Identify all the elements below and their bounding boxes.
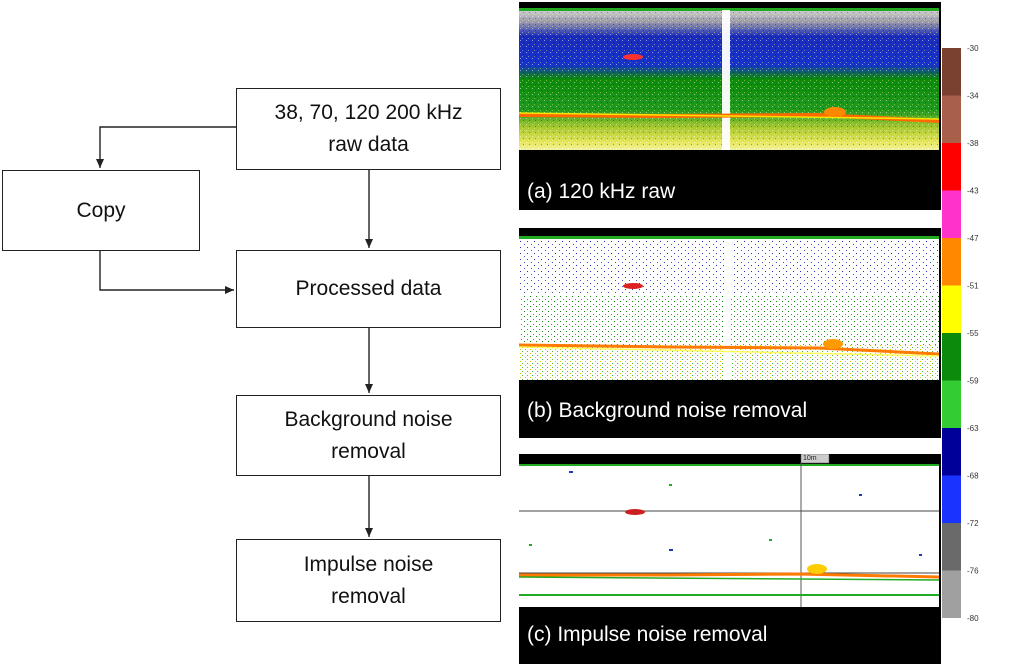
flow-connectors <box>96 126 373 537</box>
color-scale-tick-label: -59 <box>967 377 979 386</box>
color-scale-tick-label: -30 <box>967 44 979 53</box>
color-scale-tick-label: -47 <box>967 234 979 243</box>
caption-raw: (a) 120 kHz raw <box>527 180 676 203</box>
depth-marker-label: 10m <box>803 455 817 462</box>
color-scale-segment <box>942 380 961 428</box>
background-noise-box: Background noise removal <box>236 395 501 476</box>
color-scale-segment <box>942 428 961 476</box>
caption-background-removal: (b) Background noise removal <box>527 399 808 422</box>
color-scale-tick-label: -55 <box>967 329 979 338</box>
processed-data-box: Processed data <box>236 250 501 328</box>
arrow-copy-to-processed <box>99 251 234 294</box>
color-scale-tick-label: -38 <box>967 139 979 148</box>
color-scale-tick-label: -72 <box>967 519 979 528</box>
color-scale-segment <box>942 570 961 618</box>
echogram-background-removal-image <box>519 236 940 380</box>
echogram-raw-image <box>519 8 940 150</box>
color-scale-segment <box>942 475 961 523</box>
color-scale-segment <box>942 143 961 191</box>
color-scale-segment <box>942 48 961 96</box>
color-scale-tick-label: -51 <box>967 282 979 291</box>
color-scale-tick-label: -63 <box>967 424 979 433</box>
color-scale-tick-label: -43 <box>967 187 979 196</box>
color-scale-segment <box>942 238 961 286</box>
echogram-panel-impulse-removal: 10m (c) Impulse noise removal <box>519 454 941 664</box>
impulse-noise-box: Impulse noise removal <box>236 539 501 622</box>
color-scale-tick-label: -80 <box>967 614 979 623</box>
color-scale-segment <box>942 285 961 333</box>
color-scale-segment <box>942 333 961 381</box>
color-scale-segment <box>942 190 961 238</box>
color-scale-tick-label: -68 <box>967 472 979 481</box>
color-scale-segment <box>942 95 961 143</box>
color-scale-segment <box>942 523 961 571</box>
echogram-panel-raw: (a) 120 kHz raw <box>519 2 941 210</box>
color-scale-tick-label: -34 <box>967 92 979 101</box>
copy-box: Copy <box>2 170 200 251</box>
arrow-raw-to-copy <box>96 126 236 168</box>
caption-impulse-removal: (c) Impulse noise removal <box>527 623 768 646</box>
color-scale-bar: -30 -34 -38 -43 -47 -51 -55 -59 -63 -68 -72 -76 -80 <box>942 44 979 623</box>
echogram-panel-background-removal: (b) Background noise removal <box>519 228 941 438</box>
color-scale-tick-label: -76 <box>967 567 979 576</box>
echogram-impulse-removal-image <box>519 454 940 607</box>
raw-data-box: 38, 70, 120 200 kHz raw data <box>236 88 501 170</box>
